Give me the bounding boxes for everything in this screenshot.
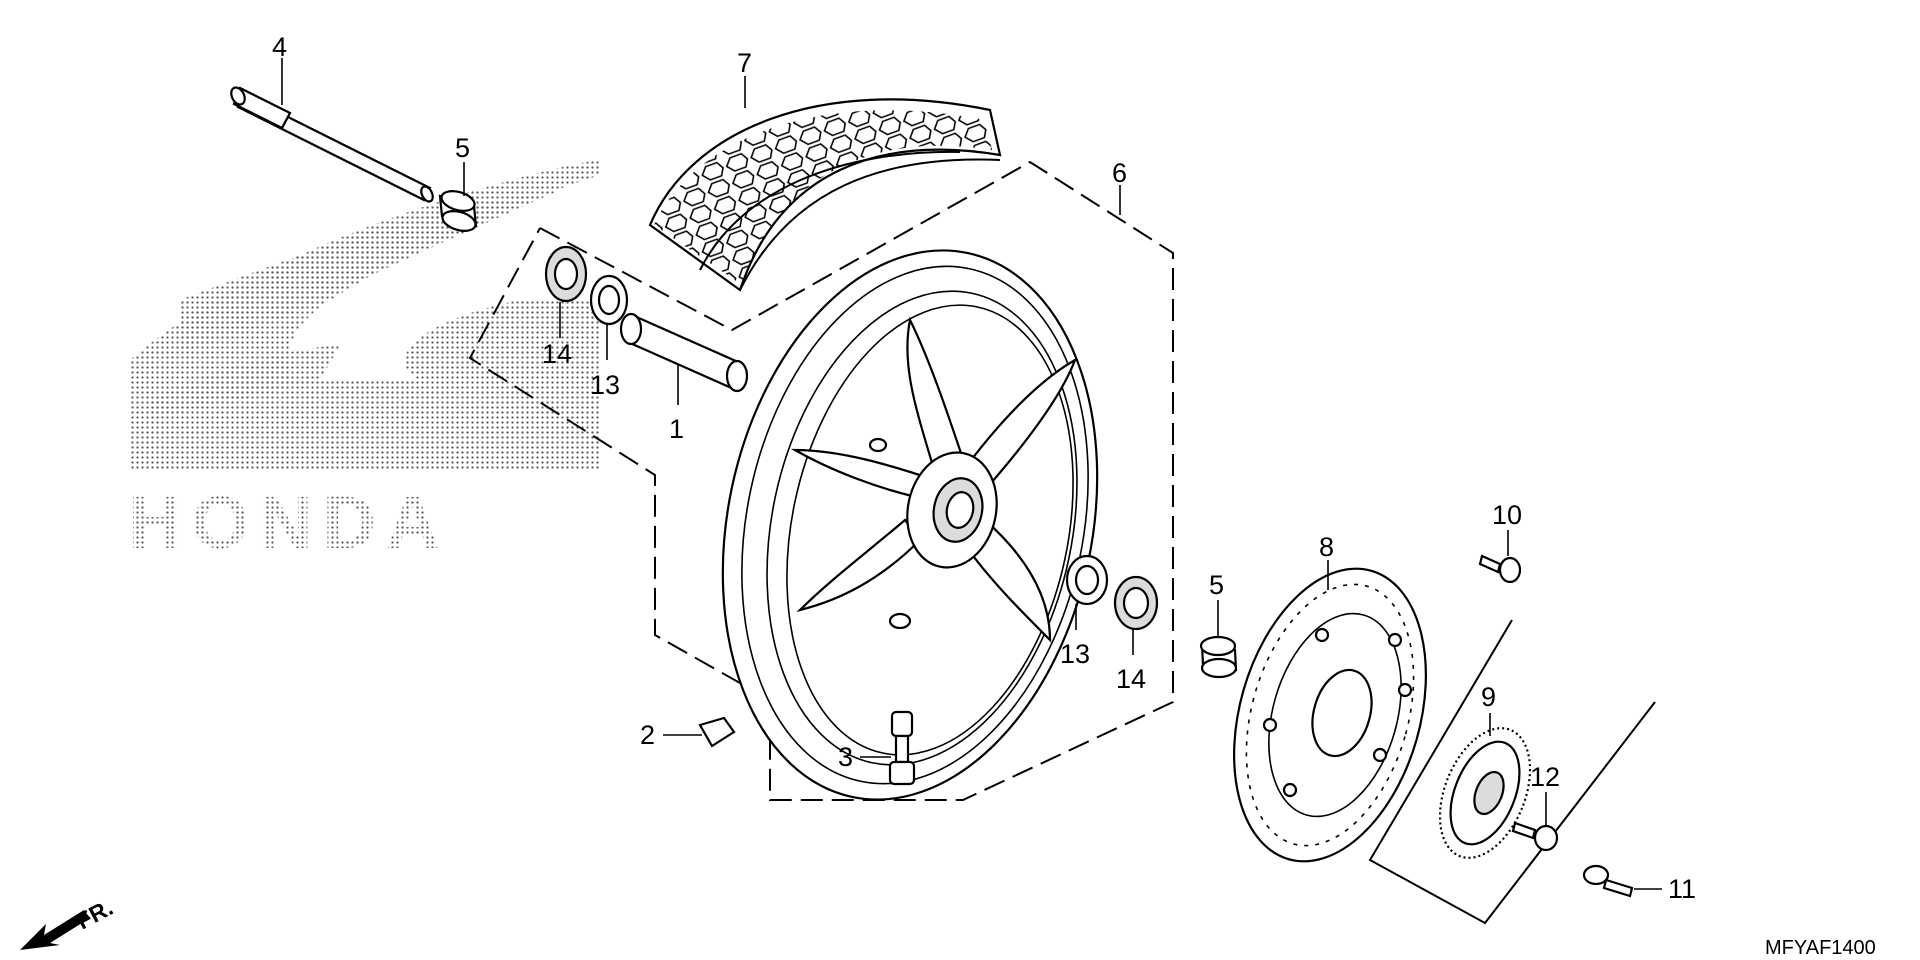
tire: [648, 98, 1002, 292]
callout-7: 6: [1112, 158, 1127, 188]
callout-6: 9: [1481, 682, 1496, 712]
callout-1: 1: [669, 414, 684, 444]
callout-5-right: 5: [1209, 570, 1224, 600]
flange-bolt: [1582, 864, 1634, 898]
front-direction-indicator: FR.: [20, 894, 117, 950]
callout-3: 3: [838, 742, 853, 772]
callout-2: 2: [640, 720, 655, 750]
distance-collar: [619, 312, 749, 393]
tire-valve: [888, 710, 916, 786]
callout-8: 7: [737, 48, 752, 78]
callout-11: 11: [1668, 874, 1696, 904]
callout-4: 4: [272, 32, 287, 62]
side-collar-left: [438, 190, 478, 232]
callout-14-left: 14: [542, 339, 572, 369]
callout-14-right: 14: [1116, 664, 1146, 694]
cast-wheel: [721, 249, 1099, 801]
honda-wing-logo: [130, 160, 600, 470]
callout-13-right: 13: [1060, 639, 1090, 669]
dust-seal-left: [589, 274, 629, 326]
callout-13-left: 13: [590, 370, 620, 400]
direction-label: FR.: [72, 894, 117, 934]
arrow-icon: [20, 910, 90, 950]
dust-seal-right: [1065, 554, 1109, 606]
front-axle: [230, 86, 434, 203]
disc-bolt: [1478, 554, 1522, 584]
callout-9: 8: [1319, 532, 1334, 562]
bearing-left: [544, 245, 588, 303]
bearing-right: [1113, 575, 1159, 631]
leader-lines: [281, 58, 1662, 890]
diagram-code: MFYAF1400: [1765, 937, 1876, 959]
brake-disc: [1233, 567, 1427, 863]
side-collar-right: [1199, 635, 1238, 679]
pulser-ring: [1368, 619, 1656, 925]
callout-5-left: 5: [455, 133, 470, 163]
honda-watermark-text: HONDA: [128, 481, 449, 564]
callout-labels: 4 5 7 6 14 13 1 13 14 5 8 10 9 12 2 3 11: [272, 32, 1696, 904]
balance-weight: [698, 716, 736, 748]
callout-12: 12: [1530, 762, 1560, 792]
callout-10: 10: [1492, 500, 1522, 530]
pulser-bolt: [1511, 821, 1559, 852]
